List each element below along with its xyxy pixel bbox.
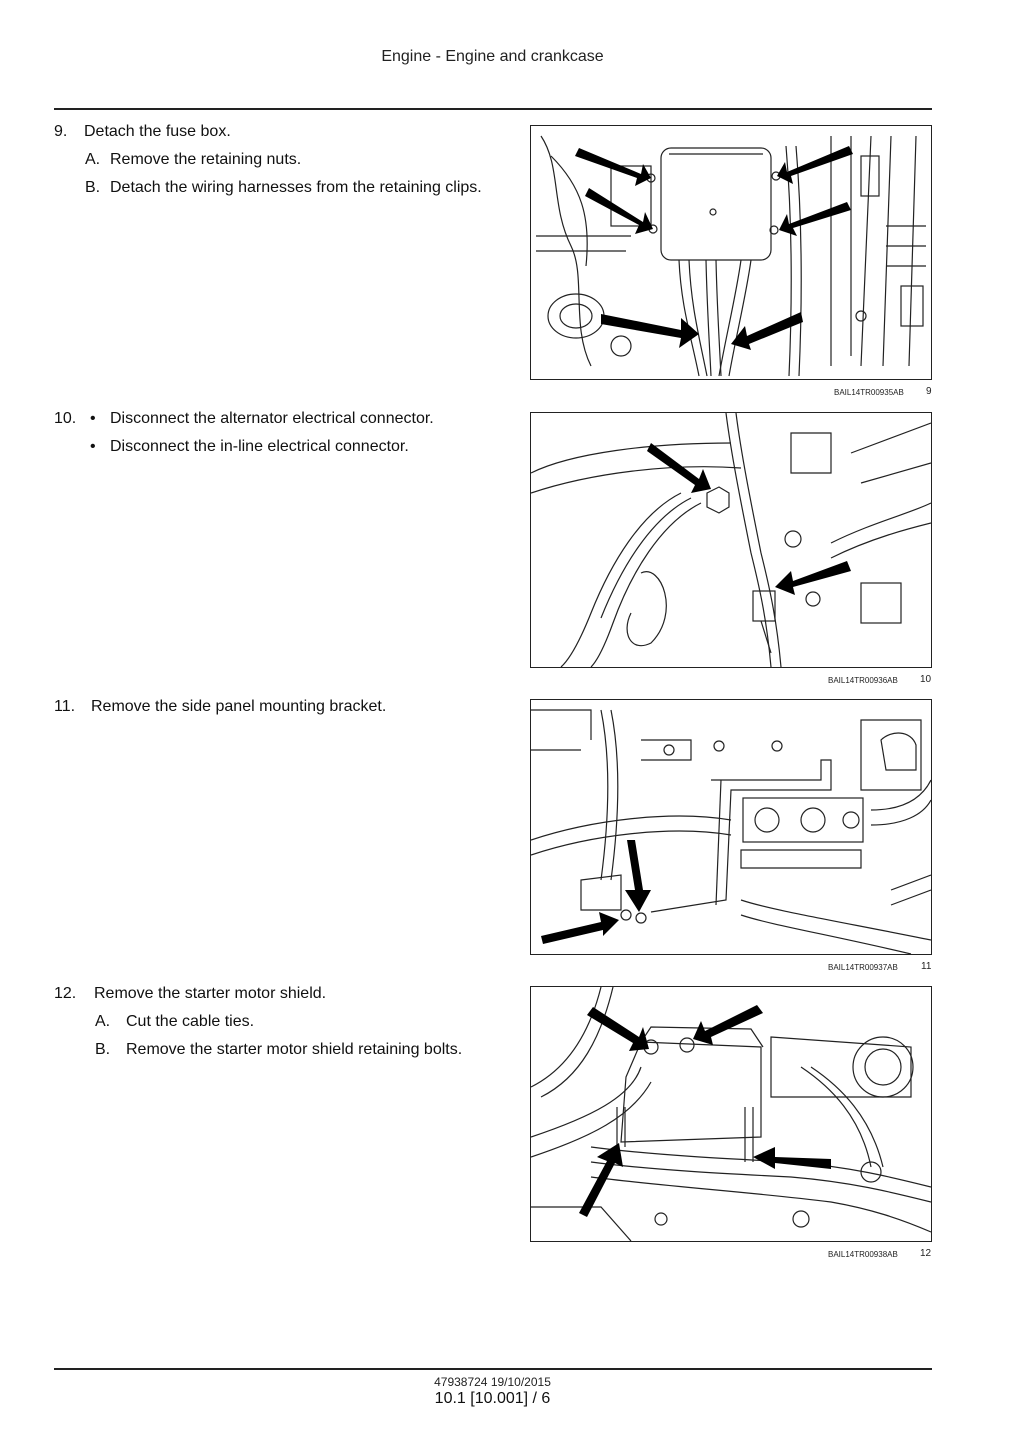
step-text: Detach the fuse box. bbox=[84, 123, 231, 140]
fuse-box-illustration bbox=[530, 125, 932, 380]
bullet-text: Disconnect the alternator electrical con… bbox=[110, 410, 434, 427]
sub-label: A. bbox=[85, 151, 101, 168]
page-number: 10.1 [10.001] / 6 bbox=[434, 1390, 551, 1407]
bullet-marker: • bbox=[90, 410, 96, 427]
alternator-connector-illustration bbox=[530, 412, 932, 668]
sub-text: Remove the retaining nuts. bbox=[110, 151, 302, 168]
sub-text: Remove the starter motor shield retainin… bbox=[126, 1041, 463, 1058]
step-number: 12. bbox=[54, 985, 77, 1002]
starter-motor-shield-illustration bbox=[530, 986, 932, 1242]
step-number: 10. bbox=[54, 410, 77, 427]
figure-caption: BAIL14TR00937AB bbox=[828, 963, 898, 972]
figure-number: 10 bbox=[920, 674, 932, 685]
sub-label: B. bbox=[85, 179, 101, 196]
sub-text: Detach the wiring harnesses from the ret… bbox=[110, 179, 482, 196]
document-code: 47938724 19/10/2015 bbox=[434, 1375, 551, 1389]
sub-label: B. bbox=[95, 1041, 111, 1058]
figure-number: 11 bbox=[921, 961, 932, 972]
step-text: Remove the starter motor shield. bbox=[94, 985, 327, 1002]
step-text: Remove the side panel mounting bracket. bbox=[91, 698, 387, 715]
bullet-text: Disconnect the in-line electrical connec… bbox=[110, 438, 409, 455]
bullet-marker: • bbox=[90, 438, 96, 455]
page-title: Engine - Engine and crankcase bbox=[381, 48, 604, 65]
sub-label: A. bbox=[95, 1013, 111, 1030]
step-number: 11. bbox=[54, 698, 76, 715]
sub-text: Cut the cable ties. bbox=[126, 1013, 255, 1030]
figure-caption: BAIL14TR00935AB bbox=[834, 388, 904, 397]
footer-rule bbox=[54, 1368, 932, 1370]
step-number: 9. bbox=[54, 123, 68, 140]
figure-caption: BAIL14TR00936AB bbox=[828, 676, 898, 685]
figure-number: 9 bbox=[926, 386, 932, 397]
figure-number: 12 bbox=[920, 1248, 932, 1259]
side-panel-bracket-illustration bbox=[530, 699, 932, 955]
header-rule bbox=[54, 108, 932, 110]
figure-caption: BAIL14TR00938AB bbox=[828, 1250, 898, 1259]
